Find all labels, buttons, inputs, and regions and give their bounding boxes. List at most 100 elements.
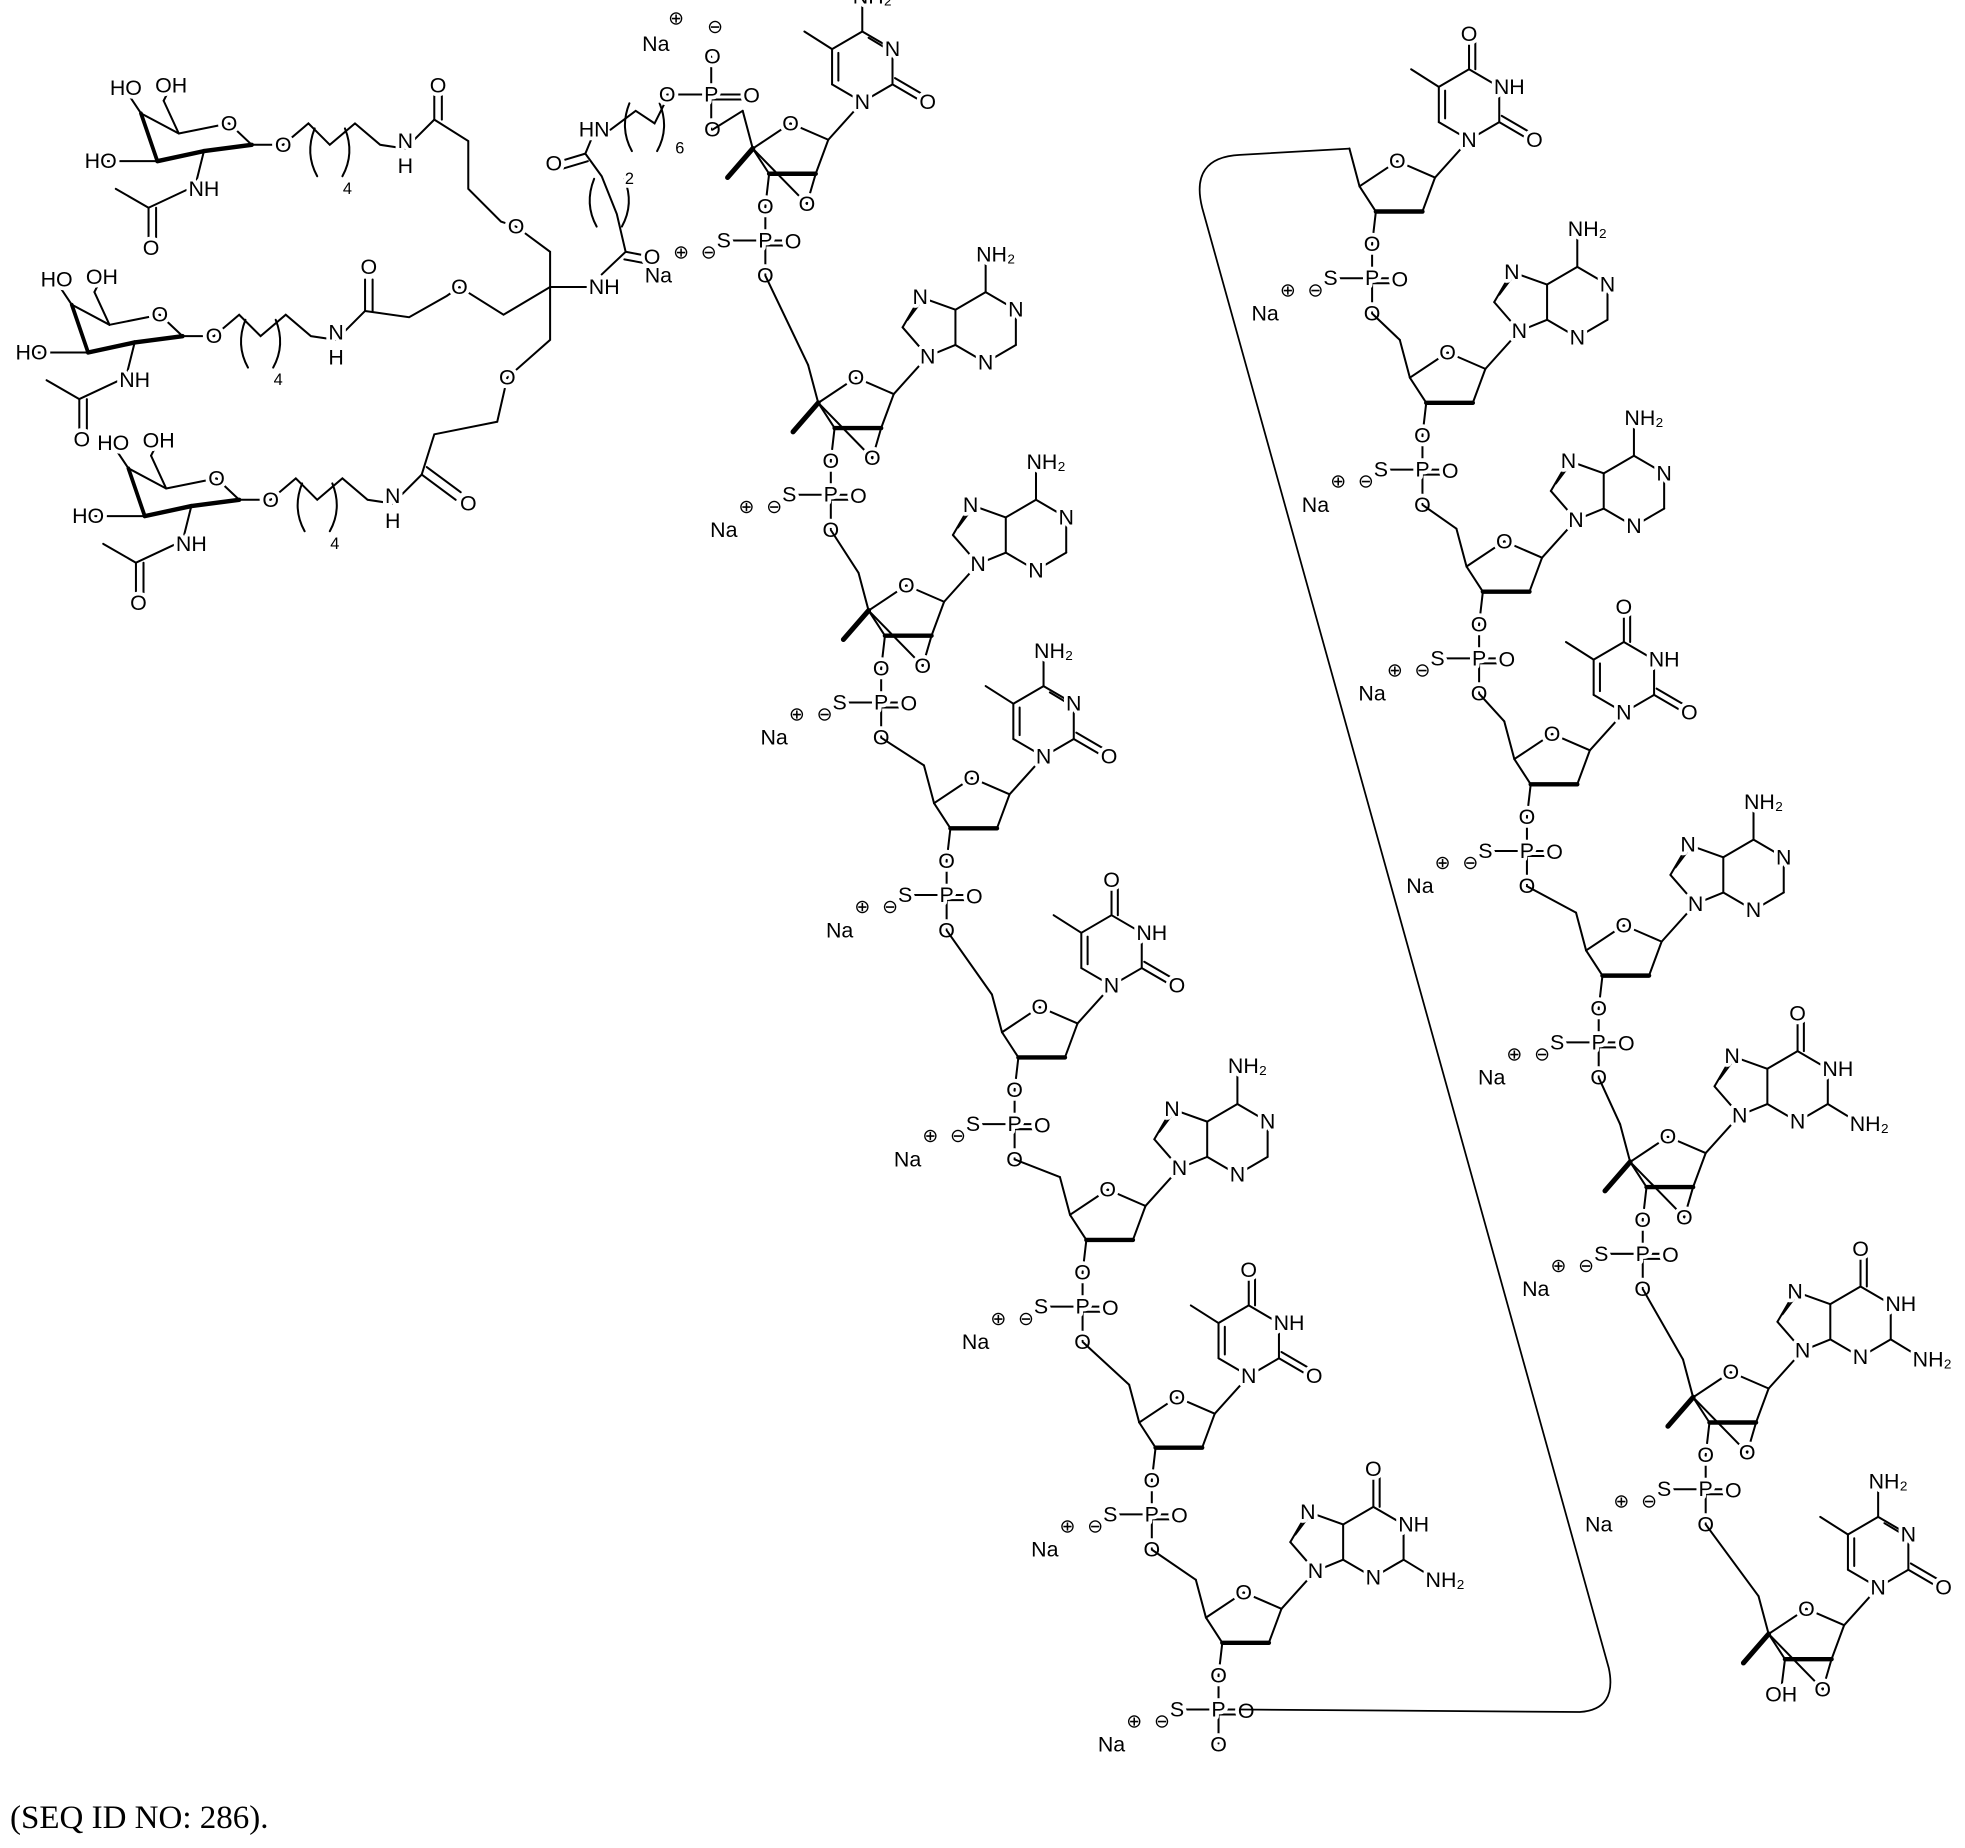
- repeat-bracket: [310, 128, 317, 176]
- alkyl-chain: [283, 123, 405, 148]
- bridge-oxygen-label: O: [1814, 1677, 1831, 1701]
- three-prime-oxygen-label: O: [1414, 424, 1431, 448]
- phosphorus-label: P: [874, 690, 888, 714]
- repeat-count-label: 6: [675, 140, 684, 158]
- sequence-caption: (SEQ ID NO: 286).: [10, 1800, 268, 1837]
- amide-n-label: N: [385, 484, 400, 508]
- sugar-bond: [881, 394, 894, 428]
- repeat-bracket: [590, 179, 597, 227]
- oxo-label: O: [1662, 1243, 1679, 1267]
- ring-oxygen-label: O: [1660, 1125, 1677, 1149]
- plus-charge: ⊕: [1330, 472, 1346, 493]
- repeat-count-label: 4: [330, 535, 339, 553]
- amine-label: NH: [176, 532, 207, 556]
- methyl-wedge: [728, 149, 753, 178]
- ring-oxygen-label: O: [1099, 1178, 1116, 1202]
- three-prime-oxygen-label: O: [1143, 1468, 1160, 1492]
- sodium-label: Na: [710, 518, 737, 542]
- base-substituent-label: NH₂: [1568, 217, 1607, 241]
- ring-oxygen-label: O: [848, 366, 865, 390]
- carbonyl-oxygen-label: O: [74, 427, 91, 451]
- ring-oxygen-label: O: [782, 111, 799, 135]
- ring-oxygen-label: O: [152, 303, 169, 327]
- base-n-label: N: [978, 351, 993, 375]
- base-ring-bond: [832, 32, 862, 50]
- oxo-label: O: [1725, 1478, 1742, 1502]
- plus-charge: ⊕: [1550, 1256, 1566, 1277]
- sugar-bond: [1577, 750, 1590, 784]
- phosphorus-label: P: [1472, 646, 1486, 670]
- methyl: [1191, 1305, 1219, 1323]
- oxo-label: O: [1238, 1699, 1255, 1723]
- sugar-bond: [1586, 950, 1602, 975]
- ring-oxygen-label: O: [963, 766, 980, 790]
- sugar-bond: [1693, 1153, 1706, 1187]
- base-substituent-label: NH₂: [1426, 1568, 1465, 1592]
- bridge-oxygen-label: O: [914, 654, 931, 678]
- ring-oxygen-label: O: [1031, 995, 1048, 1019]
- three-prime-oxygen-label: O: [873, 656, 890, 680]
- sodium-label: Na: [1098, 1733, 1125, 1757]
- carbonyl: [1142, 968, 1172, 986]
- bond: [1479, 694, 1504, 722]
- base-substituent-label: NH₂: [1624, 406, 1663, 430]
- sugar-bond: [1410, 378, 1426, 403]
- sugar-bond: [1529, 558, 1542, 592]
- bond: [947, 930, 992, 994]
- sulfur-label: S: [782, 483, 796, 507]
- phosphorus-label: P: [1075, 1295, 1089, 1319]
- base-n-label: N: [1561, 449, 1576, 473]
- sugar-bond: [1620, 1124, 1630, 1162]
- methyl-wedge: [1668, 1397, 1693, 1426]
- base-n-label: NH: [1494, 75, 1525, 99]
- phosphorus-label: P: [1636, 1242, 1650, 1266]
- sugar-bond: [1139, 1422, 1155, 1447]
- methyl-wedge: [1743, 1634, 1768, 1663]
- sugar-bond: [1504, 721, 1514, 759]
- minus-charge: ⊖: [1308, 280, 1324, 301]
- plus-charge: ⊕: [1126, 1712, 1142, 1733]
- phosphorus-label: P: [758, 228, 772, 252]
- oxo-label: O: [1498, 648, 1515, 672]
- sodium-label: Na: [642, 32, 669, 56]
- repeat-count-label: 2: [625, 170, 634, 188]
- sulfur-label: S: [1323, 266, 1337, 290]
- carbonyl-oxygen-label: O: [1306, 1364, 1323, 1388]
- sulfur-label: S: [1103, 1502, 1117, 1526]
- sulfur-label: S: [1170, 1697, 1184, 1721]
- base-substituent-label: O: [1852, 1237, 1869, 1261]
- carbonyl: [563, 161, 588, 169]
- base-substituent-label: NH₂: [1869, 1470, 1908, 1494]
- three-prime-oxygen-label: O: [1590, 996, 1607, 1020]
- base-substituent-label: NH₂: [1850, 1112, 1889, 1136]
- base-substituent-label: O: [1461, 22, 1478, 46]
- base-n-label: N: [1104, 974, 1119, 998]
- base-substituent-label: O: [1789, 1001, 1806, 1025]
- methyl-wedge: [843, 611, 868, 640]
- amide-n-label: N: [328, 320, 343, 344]
- base-n-label: N: [1732, 1103, 1747, 1127]
- sugar-bond: [1196, 1580, 1206, 1618]
- base-n-label: N: [1724, 1044, 1739, 1068]
- amide-n-label: N: [398, 129, 413, 153]
- glycosidic-oxygen-label: O: [262, 488, 279, 512]
- hydroxyl-label: OH: [143, 429, 175, 453]
- sugar-bond: [1202, 1414, 1215, 1448]
- hydroxyl-label: OH: [86, 265, 118, 289]
- sugar-bond: [924, 765, 934, 803]
- base-substituent-label: NH₂: [1034, 639, 1073, 663]
- oxo-label: O: [901, 692, 918, 716]
- three-prime-oxygen-label: O: [1074, 1261, 1091, 1285]
- alkyl-chain: [271, 478, 393, 503]
- base-n-label: NH: [1822, 1057, 1853, 1081]
- sugar-bond: [1133, 1206, 1146, 1240]
- base-ring-bond: [1343, 1507, 1373, 1525]
- sulfur-label: S: [1430, 646, 1444, 670]
- minus-charge: ⊖: [817, 705, 833, 726]
- phosphorus-label: P: [1007, 1112, 1021, 1136]
- three-prime-oxygen-label: O: [1006, 1078, 1023, 1102]
- base-n-label: N: [1570, 325, 1585, 349]
- sodium-label: Na: [1406, 874, 1433, 898]
- base-n-label: N: [1787, 1280, 1802, 1304]
- repeat-bracket: [241, 320, 248, 368]
